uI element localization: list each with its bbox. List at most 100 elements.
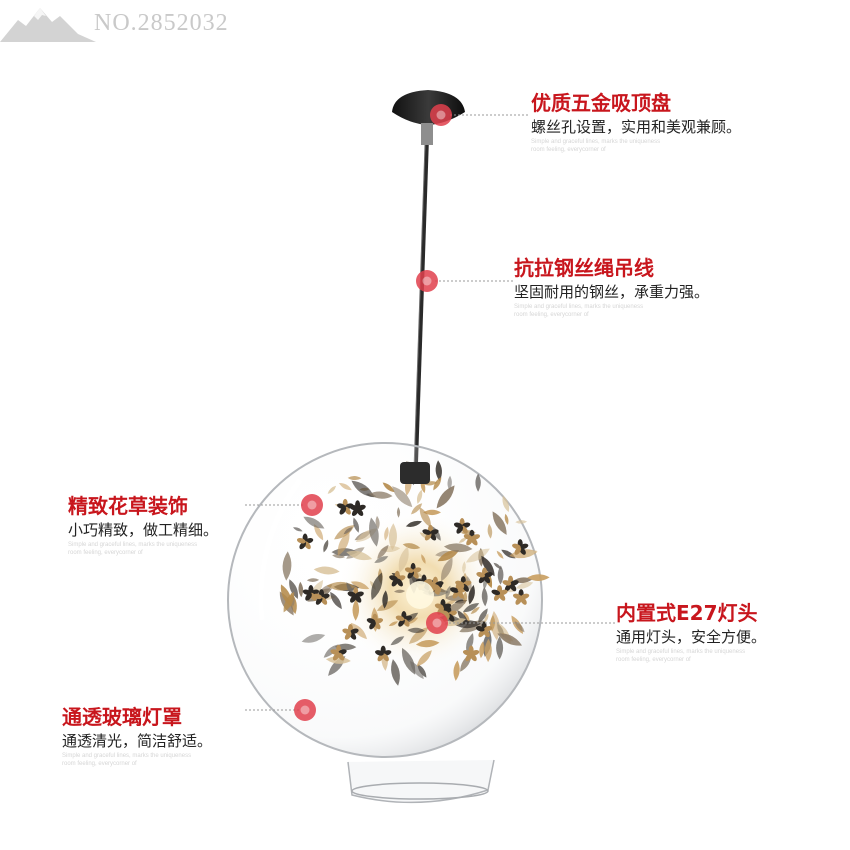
flower-shape	[404, 562, 422, 579]
canopy-stem	[421, 123, 433, 145]
callout-fine-text: room feeling, everycorner of	[62, 761, 137, 767]
leaf-shape	[371, 572, 383, 601]
flower-shape	[349, 500, 366, 516]
leaf-shape	[504, 513, 509, 525]
flower-shape	[313, 589, 330, 605]
leaf-shape	[457, 610, 469, 626]
leaf-shape	[392, 486, 413, 508]
leaf-shape	[384, 526, 389, 541]
callout-title: 精致花草装饰	[68, 494, 188, 518]
leaf-shape	[377, 544, 389, 559]
mountain-logo-icon	[0, 8, 96, 42]
callout-fine-text: room feeling, everycorner of	[616, 657, 691, 663]
callout-markers	[294, 104, 452, 721]
leaf-shape	[445, 585, 451, 599]
leaf-shape	[497, 565, 504, 585]
flower-shape	[502, 575, 519, 592]
leaf-shape	[350, 581, 370, 590]
callout-subtitle: 通用灯头，安全方便。	[616, 628, 767, 646]
leaf-shape	[406, 617, 419, 624]
flower-shape	[476, 567, 493, 584]
leaf-shape	[382, 482, 395, 493]
leaf-shape	[497, 633, 523, 646]
flower-shape	[375, 645, 392, 662]
leaf-shape	[470, 606, 480, 614]
leaf-shape	[468, 585, 475, 605]
lamp-socket	[400, 462, 430, 484]
leaf-shape	[306, 578, 320, 582]
callout-subtitle: 坚固耐用的钢丝，承重力强。	[514, 283, 710, 301]
leaf-shape	[490, 611, 500, 641]
leaf-shape	[323, 539, 329, 553]
leaf-shape	[441, 557, 453, 582]
callout-fine-text: Simple and graceful lines, marks the uni…	[531, 139, 661, 145]
callout-fine-text: Simple and graceful lines, marks the uni…	[62, 753, 192, 759]
leaf-shape	[462, 561, 466, 574]
leaf-shape	[527, 574, 550, 581]
leaf-shape	[401, 647, 416, 675]
leaf-shape	[484, 638, 492, 663]
leaf-shape	[435, 460, 442, 482]
leaf-shape	[394, 589, 406, 593]
callout-subtitle: 螺丝孔设置，实用和美观兼顾。	[531, 118, 742, 136]
leaf-shape	[514, 621, 525, 633]
leaf-shape	[417, 664, 427, 678]
leaf-shape	[368, 491, 393, 499]
flower-shape	[296, 533, 314, 550]
callout-glass: 通透玻璃灯罩 通透清光，简洁舒适。 Simple and graceful li…	[62, 704, 212, 768]
leaf-shape	[391, 659, 400, 686]
leaf-shape	[458, 537, 468, 543]
flower-shape	[347, 587, 364, 603]
callout-canopy: 优质五金吸顶盘 螺丝孔设置，实用和美观兼顾。 Simple and gracef…	[531, 90, 741, 154]
leaf-shape	[463, 611, 470, 622]
leaf-shape	[493, 562, 502, 570]
flower-shape	[302, 585, 320, 601]
leaf-shape	[388, 621, 398, 626]
leaf-shape	[405, 520, 422, 527]
leaf-shape	[351, 480, 375, 498]
flower-shape	[330, 644, 347, 661]
leaf-shape	[481, 555, 495, 577]
leaf-shape	[339, 483, 352, 491]
leaf-shape	[487, 523, 493, 539]
suspension-cord	[414, 144, 429, 471]
flower-shape	[366, 613, 384, 630]
leaf-shape	[402, 543, 421, 550]
leaf-shape	[462, 603, 480, 613]
leaf-shape	[466, 633, 474, 654]
callout-fine-text: Simple and graceful lines, marks the uni…	[616, 649, 746, 655]
callout-cable: 抗拉钢丝绳吊线 坚固耐用的钢丝，承重力强。 Simple and gracefu…	[514, 255, 709, 319]
flower-shape	[342, 624, 359, 640]
leaf-shape	[369, 517, 379, 547]
leaf-shape	[492, 511, 507, 535]
leaf-shape	[436, 485, 455, 509]
leaf-shape	[453, 660, 460, 681]
callout-socket: 内置式E27灯头 通用灯头，安全方便。 Simple and graceful …	[616, 600, 766, 664]
flower-shape	[462, 645, 480, 662]
callout-floral: 精致花草装饰 小巧精致，做工精细。 Simple and graceful li…	[68, 493, 218, 557]
leaf-shape	[433, 477, 442, 491]
callout-title: 抗拉钢丝绳吊线	[514, 256, 654, 280]
leaf-shape	[478, 608, 488, 624]
leaf-shape	[298, 581, 304, 598]
leaf-shape	[292, 527, 303, 532]
callout-title: 优质五金吸顶盘	[531, 91, 671, 115]
floral-decoration	[279, 460, 550, 686]
leaf-shape	[523, 550, 537, 558]
marker-dot	[416, 270, 438, 292]
callout-title: 内置式E27灯头	[616, 601, 758, 625]
leaf-shape	[347, 476, 362, 481]
leaf-shape	[515, 520, 528, 524]
leaf-shape	[481, 587, 488, 607]
flower-shape	[512, 539, 529, 555]
leaf-shape	[353, 517, 360, 533]
leaf-shape	[374, 556, 389, 563]
globe-bottom-opening	[347, 759, 495, 804]
callout-fine-text: room feeling, everycorner of	[68, 550, 143, 556]
callout-fine-text: room feeling, everycorner of	[531, 147, 606, 153]
leaf-shape	[515, 581, 534, 589]
leaf-shape	[337, 531, 350, 556]
flower-shape	[422, 524, 439, 541]
leaf-shape	[447, 475, 452, 491]
leaf-shape	[398, 546, 409, 573]
